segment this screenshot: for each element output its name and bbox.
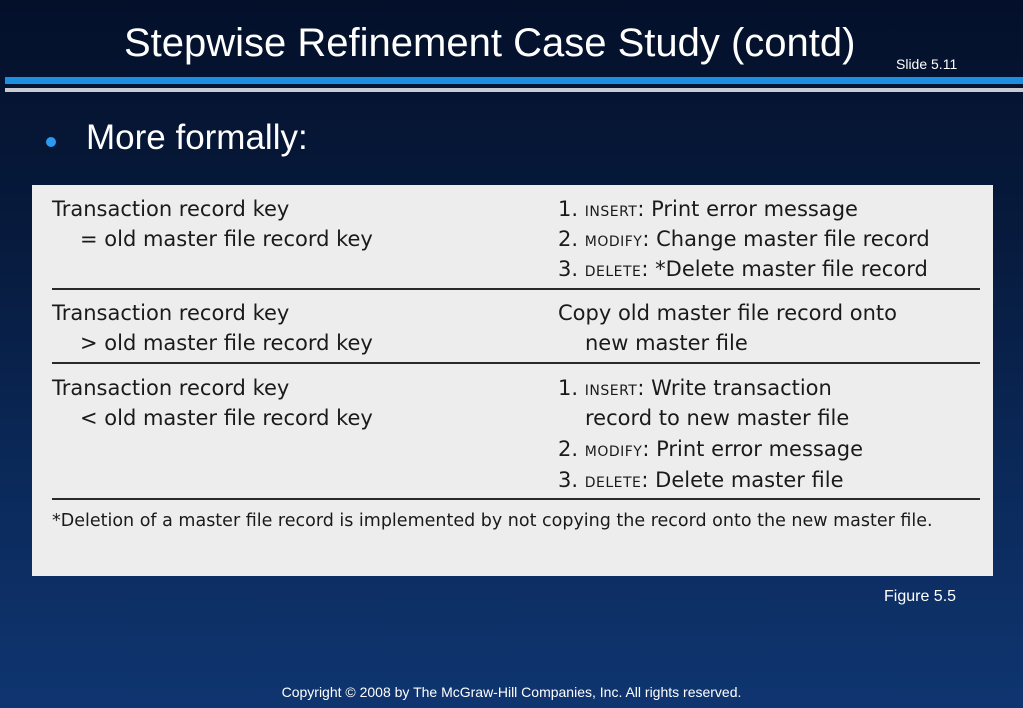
row3-condition-line1: Transaction record key <box>52 376 290 400</box>
row3-action-2: 2. MODIFY: Print error message <box>558 437 863 461</box>
figure-label: Figure 5.5 <box>884 588 957 605</box>
row1-condition-line1: Transaction record key <box>52 197 290 221</box>
bullet-icon <box>46 137 56 147</box>
title-rule-gray <box>5 88 1023 92</box>
slide-title: Stepwise Refinement Case Study (contd) <box>124 21 856 65</box>
bullet-text: More formally: <box>86 118 308 157</box>
copyright-notice: Copyright © 2008 by The McGraw-Hill Comp… <box>281 684 742 700</box>
row1-action-3: 3. DELETE: *Delete master file record <box>558 257 928 281</box>
row-divider <box>52 498 980 500</box>
row3-action-1-continuation: record to new master file <box>585 406 850 430</box>
row3-action-3: 3. DELETE: Delete master file <box>558 468 844 492</box>
row1-condition-line2: = old master file record key <box>80 227 373 251</box>
figure-table: Transaction record key = old master file… <box>32 185 993 576</box>
row1-action-1: 1. INSERT: Print error message <box>558 197 858 221</box>
table-footnote: *Deletion of a master file record is imp… <box>52 511 933 531</box>
row2-condition-line2: > old master file record key <box>80 331 373 355</box>
row2-action-line2: new master file <box>585 331 748 355</box>
row-divider <box>52 288 980 290</box>
row1-action-2: 2. MODIFY: Change master file record <box>558 227 930 251</box>
row3-condition-line2: < old master file record key <box>80 406 373 430</box>
title-rule-blue <box>5 77 1023 84</box>
row2-action-line1: Copy old master file record onto <box>558 301 898 325</box>
slide-number: Slide 5.11 <box>896 56 958 72</box>
row2-condition-line1: Transaction record key <box>52 301 290 325</box>
row-divider <box>52 362 980 364</box>
row3-action-1: 1. INSERT: Write transaction <box>558 376 832 400</box>
